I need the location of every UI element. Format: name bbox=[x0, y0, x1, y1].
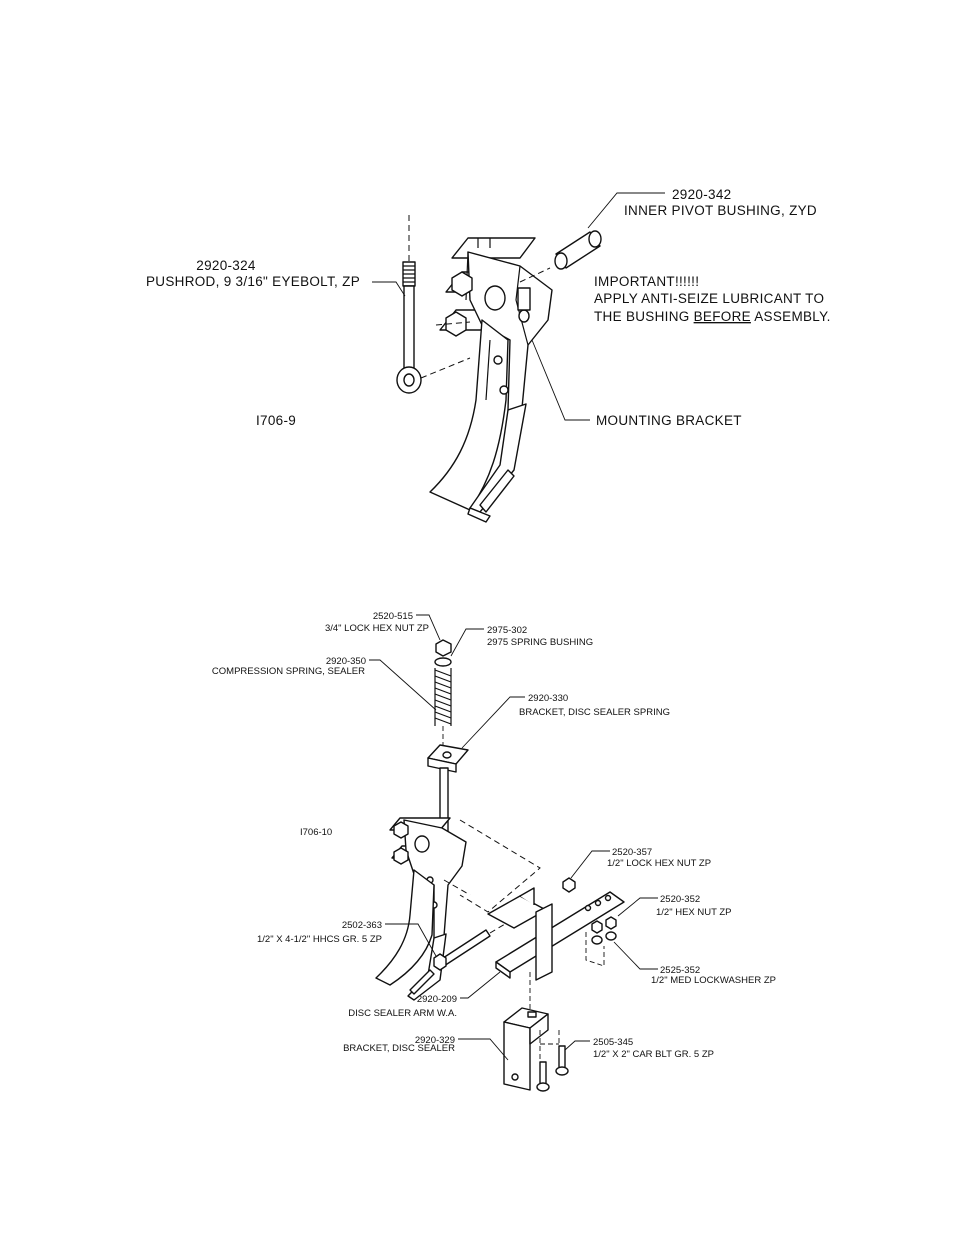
bushing-assembly-path bbox=[519, 267, 551, 283]
bolt-path bbox=[489, 914, 521, 934]
pushrod-assembly-path bbox=[420, 357, 471, 379]
sealer-arm-description: DISC SEALER ARM W.A. bbox=[348, 1008, 457, 1019]
pushrod-assembly-path-2 bbox=[435, 321, 471, 326]
spring-bushing bbox=[434, 657, 452, 667]
lockwasher-part-number: 2525-352 bbox=[660, 965, 700, 976]
compression-spring bbox=[434, 668, 452, 726]
important-note-title: IMPORTANT!!!!!! bbox=[594, 274, 699, 289]
hhcs-description: 1/2" X 4-1/2" HHCS GR. 5 ZP bbox=[257, 934, 382, 945]
spring-bushing-description: 2975 SPRING BUSHING bbox=[487, 637, 593, 648]
carriage-bolt-part-number: 2505-345 bbox=[593, 1037, 633, 1048]
lock-nut-1-2-part-number: 2520-357 bbox=[612, 847, 652, 858]
spring-bushing-part-number: 2975-302 bbox=[487, 625, 527, 636]
compression-spring-description: COMPRESSION SPRING, SEALER bbox=[212, 666, 365, 677]
leader-sealer-arm bbox=[460, 971, 501, 999]
important-note-line-1: APPLY ANTI-SEIZE LUBRICANT TO bbox=[594, 291, 824, 306]
sealer-bracket-description: BRACKET, DISC SEALER bbox=[343, 1043, 455, 1054]
carriage-bolts bbox=[536, 1045, 569, 1092]
disc-sealer-bracket bbox=[503, 1007, 549, 1091]
pushrod-eyebolt bbox=[396, 261, 422, 394]
mounting-bracket bbox=[445, 251, 553, 411]
pushrod-part-number: 2920-324 bbox=[196, 258, 256, 273]
leader-sealer-bracket bbox=[458, 1038, 509, 1061]
hhcs-bolt bbox=[433, 929, 491, 971]
nut-assembly-path bbox=[585, 932, 605, 967]
leader-lockwasher bbox=[613, 941, 658, 970]
dashed-link bbox=[443, 879, 471, 896]
hhcs-part-number: 2502-363 bbox=[342, 920, 382, 931]
inner-pivot-bushing bbox=[554, 230, 602, 270]
leader-compression-spring bbox=[369, 659, 437, 711]
leader-spring-bracket bbox=[461, 696, 525, 749]
lock-hex-nut-3-4 bbox=[435, 639, 452, 657]
lockwasher-description: 1/2" MED LOCKWASHER ZP bbox=[651, 975, 776, 986]
hex-nut-1-2-part-number: 2520-352 bbox=[660, 894, 700, 905]
leader-spring-bushing bbox=[450, 628, 484, 657]
note-emphasis-before: BEFORE bbox=[694, 309, 751, 324]
lock-nut-3-4-description: 3/4" LOCK HEX NUT ZP bbox=[325, 623, 429, 634]
leader-hhcs bbox=[385, 923, 437, 957]
lock-hex-nut-1-2 bbox=[562, 877, 576, 893]
figure-1-id: I706-9 bbox=[256, 413, 296, 428]
spring-bracket-part-number: 2920-330 bbox=[528, 693, 568, 704]
carriage-bolt-description: 1/2" X 2" CAR BLT GR. 5 ZP bbox=[593, 1049, 714, 1060]
pushrod-description: PUSHROD, 9 3/16" EYEBOLT, ZP bbox=[146, 274, 360, 289]
lockwasher-1-2 bbox=[591, 931, 617, 945]
mounting-bracket-label: MOUNTING BRACKET bbox=[596, 413, 742, 428]
figure-2-id: I706-10 bbox=[300, 827, 332, 838]
bushing-part-number: 2920-342 bbox=[672, 187, 731, 202]
hex-nut-1-2 bbox=[591, 916, 617, 934]
shank-point bbox=[467, 403, 527, 523]
leader-lock-nut-1-2 bbox=[570, 850, 610, 879]
disc-sealer-arm bbox=[487, 887, 625, 981]
spring-bracket-description: BRACKET, DISC SEALER SPRING bbox=[519, 707, 670, 718]
lock-nut-1-2-description: 1/2" LOCK HEX NUT ZP bbox=[607, 858, 711, 869]
carriage-bolt-path bbox=[539, 1030, 560, 1060]
leader-pushrod bbox=[372, 281, 406, 297]
compression-spring-part-number: 2920-350 bbox=[326, 656, 366, 667]
shank-2 bbox=[375, 869, 435, 986]
note-line-2-start: THE BUSHING bbox=[594, 309, 694, 324]
shank-point-2 bbox=[407, 933, 447, 1001]
leader-carriage-bolt bbox=[564, 1040, 590, 1051]
disc-sealer-spring-bracket bbox=[427, 744, 469, 773]
leader-mounting-bracket bbox=[531, 339, 590, 421]
leader-hex-nut-1-2 bbox=[617, 897, 658, 917]
note-line-2-end: ASSEMBLY. bbox=[751, 309, 831, 324]
important-note-line-2: THE BUSHING BEFORE ASSEMBLY. bbox=[594, 309, 831, 324]
sealer-bracket-part-number: 2920-329 bbox=[415, 1035, 455, 1046]
hex-nut-1-2-description: 1/2" HEX NUT ZP bbox=[656, 907, 732, 918]
leader-lock-nut-3-4 bbox=[416, 614, 441, 641]
bushing-description: INNER PIVOT BUSHING, ZYD bbox=[624, 203, 817, 218]
leader-bushing bbox=[587, 192, 665, 229]
lock-nut-3-4-part-number: 2520-515 bbox=[373, 611, 413, 622]
sealer-arm-part-number: 2920-209 bbox=[417, 994, 457, 1005]
